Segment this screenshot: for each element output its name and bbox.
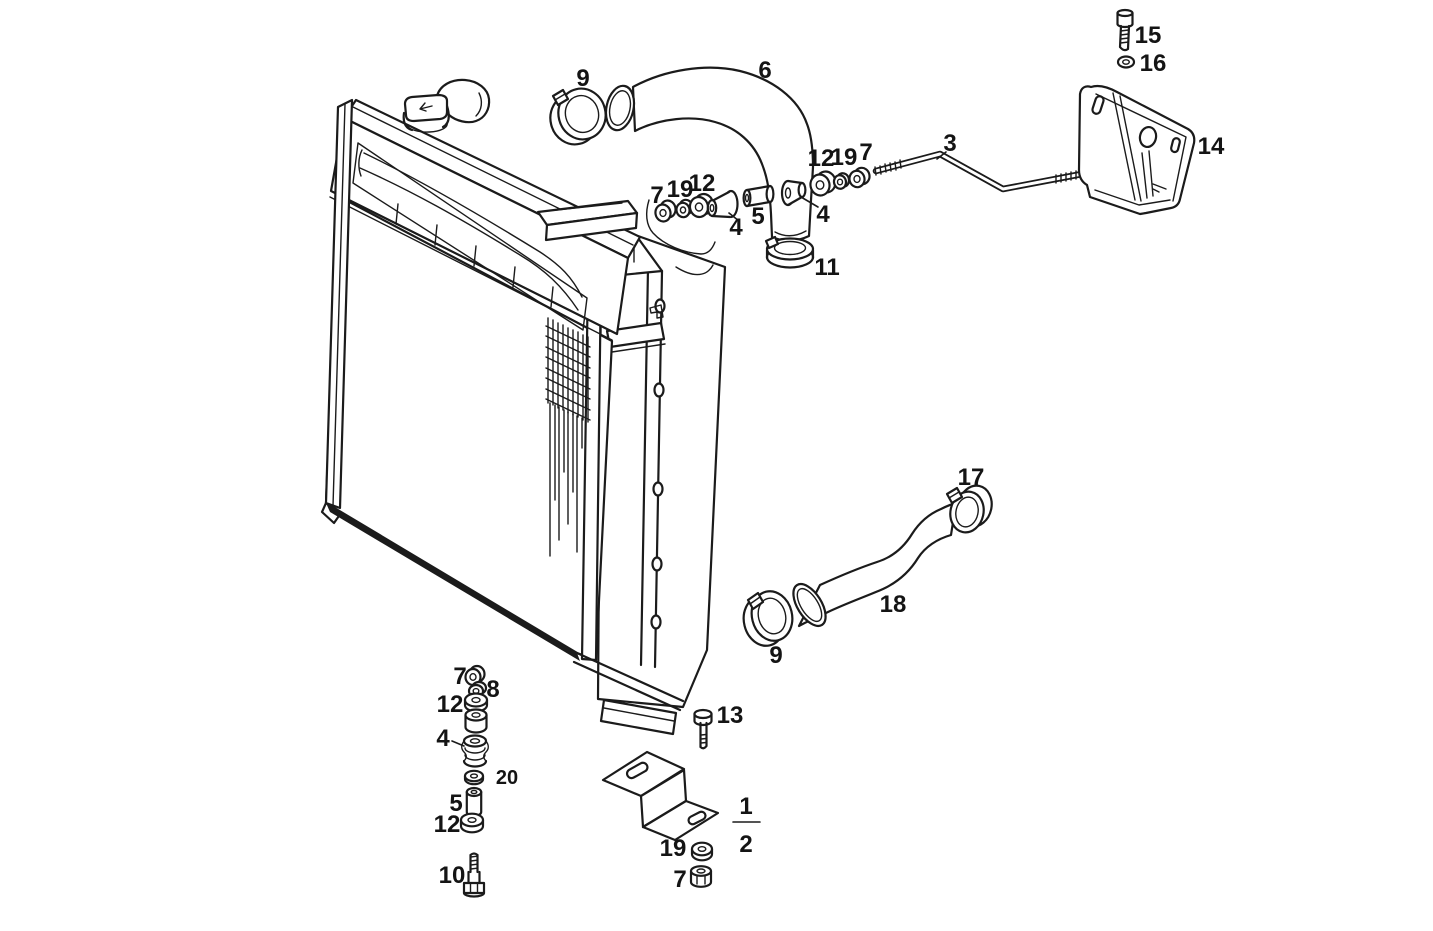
- hose-clamp-17: [945, 484, 993, 534]
- hose-clamp-9-lower: [742, 590, 794, 647]
- callout-12-left: 12: [689, 170, 716, 197]
- spacer-5: [465, 786, 483, 818]
- bottom-bracket-group: [601, 708, 720, 888]
- bolt-15: [1116, 8, 1134, 52]
- tie-rod-3: [872, 150, 1086, 193]
- callout-3: 3: [943, 130, 956, 157]
- mount-hardware-left-row: [654, 184, 775, 223]
- washer-19: [832, 172, 851, 190]
- tank-window: [352, 142, 588, 331]
- bottom-channel: [326, 503, 580, 661]
- lower-hose-18: [792, 501, 958, 628]
- radiator-cap: [402, 93, 450, 133]
- mount-stack-bottom-left: [459, 664, 489, 898]
- callout-19-right: 19: [831, 144, 858, 171]
- callout-labels: 9 6 15 16 14 3 12 19 7 4 7 19 12 4 5 11 …: [434, 22, 1225, 893]
- washer-12-second: [459, 812, 485, 834]
- callout-4-right: 4: [816, 201, 830, 228]
- callout-7-stack: 7: [453, 663, 466, 690]
- hose-clamp-9-upper: [549, 87, 607, 146]
- callout-13: 13: [717, 702, 744, 729]
- leader-lines: [451, 151, 947, 823]
- rod-threads: [874, 159, 1082, 184]
- bracket-small-slot: [1170, 137, 1181, 154]
- nut-7: [464, 664, 486, 687]
- callout-9-lower: 9: [769, 642, 782, 669]
- callout-11: 11: [814, 254, 839, 281]
- callout-12-stack-2: 12: [434, 811, 461, 838]
- callout-15: 15: [1135, 22, 1162, 49]
- fin-hatching: [545, 317, 591, 423]
- callout-9-upper: 9: [576, 65, 589, 92]
- callout-12-stack: 12: [437, 691, 464, 718]
- bolt-13: [693, 708, 713, 750]
- callout-8-stack: 8: [486, 676, 499, 703]
- callout-14: 14: [1198, 133, 1225, 160]
- upper-hose-6: [604, 66, 815, 242]
- radiator: [320, 78, 727, 736]
- callout-5-left: 5: [751, 203, 764, 230]
- rubber-bush-4: [706, 189, 739, 219]
- spacer-5: [742, 184, 775, 208]
- nut-7: [848, 166, 871, 189]
- nut-7: [689, 865, 713, 888]
- callout-10: 10: [439, 862, 466, 889]
- pillar-bolt-heads: [650, 298, 666, 630]
- inlet-sketch-line: [645, 199, 716, 255]
- fin-drip-lines: [549, 402, 583, 557]
- bolt-10: [462, 852, 486, 898]
- washer-19: [690, 841, 714, 862]
- callout-18: 18: [880, 591, 907, 618]
- bracket-slot-hole: [1091, 95, 1105, 115]
- washer-16: [1116, 55, 1136, 69]
- callout-7-right: 7: [859, 139, 872, 166]
- callout-7-left: 7: [650, 182, 663, 209]
- z-bracket-1-2: [601, 750, 720, 842]
- hose-ring-11: [764, 235, 815, 269]
- bottom-foot: [599, 698, 678, 736]
- callout-20: 20: [496, 767, 518, 789]
- bracket-center-hole: [1138, 125, 1158, 149]
- mount-hardware-right-row: [780, 166, 871, 207]
- callout-19-left: 19: [667, 176, 694, 203]
- washer-12: [463, 692, 489, 713]
- washer-12: [809, 170, 837, 197]
- washer-20: [463, 769, 485, 786]
- fitting-4: [780, 179, 807, 207]
- callout-2: 2: [739, 831, 752, 858]
- bracket-14: [1077, 84, 1196, 216]
- bracket-slot-2: [687, 810, 707, 826]
- callout-12-right: 12: [808, 145, 835, 172]
- cap-arrow-icon: [419, 102, 433, 112]
- callout-5-stack: 5: [449, 790, 462, 817]
- callout-1: 1: [739, 793, 752, 820]
- callout-16: 16: [1140, 50, 1167, 77]
- callout-7-bracket: 7: [673, 866, 686, 893]
- pillar-clip: [649, 304, 664, 319]
- rubber-mount-4: [461, 708, 489, 768]
- callout-4-stack: 4: [436, 725, 450, 752]
- callout-17: 17: [958, 464, 985, 491]
- nut-7: [654, 199, 677, 223]
- bracket-slot: [625, 761, 649, 780]
- callout-4-left: 4: [729, 214, 743, 241]
- callout-19-bracket: 19: [660, 835, 687, 862]
- callout-6: 6: [758, 57, 771, 84]
